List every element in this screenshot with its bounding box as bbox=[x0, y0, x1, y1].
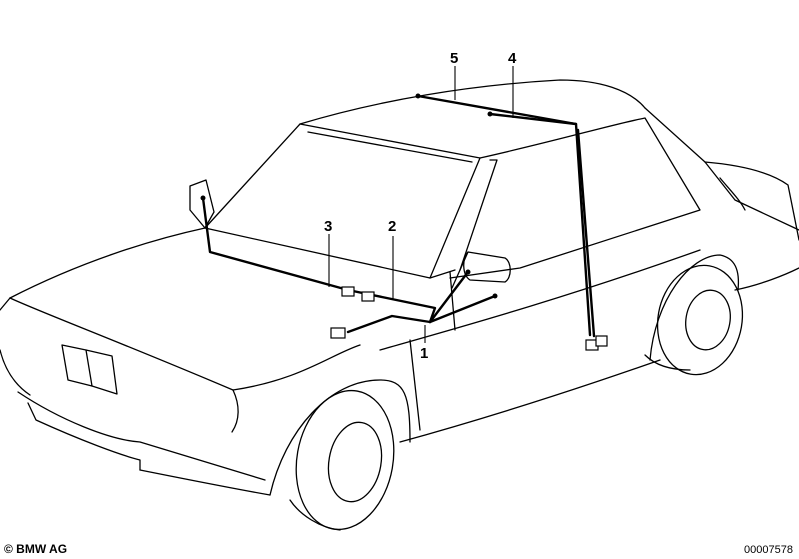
copyright-text: © BMW AG bbox=[4, 542, 68, 556]
pillar-harness-a bbox=[488, 112, 592, 337]
right-mirror bbox=[463, 251, 511, 283]
right-mirror-wire bbox=[428, 270, 470, 324]
connector-3 bbox=[341, 286, 355, 297]
callout-2: 2 bbox=[388, 218, 396, 235]
car-body-outline bbox=[0, 79, 799, 531]
connectors bbox=[330, 286, 608, 351]
pillar-harness-b bbox=[576, 128, 596, 338]
callout-4: 4 bbox=[508, 50, 517, 67]
leader-lines bbox=[328, 66, 514, 343]
connector-2 bbox=[361, 291, 375, 302]
left-mirror bbox=[189, 179, 215, 229]
callout-labels: 1 2 3 4 5 bbox=[324, 50, 517, 362]
wiring-harnesses bbox=[200, 93, 596, 338]
connector-4b bbox=[595, 335, 608, 347]
roof-harness bbox=[416, 94, 578, 126]
mirror-harness bbox=[201, 196, 437, 334]
connector-1 bbox=[330, 327, 346, 339]
callout-5: 5 bbox=[450, 50, 458, 67]
callout-3: 3 bbox=[324, 218, 332, 235]
door-wire bbox=[428, 294, 497, 324]
callout-1: 1 bbox=[420, 345, 428, 362]
image-number: 00007578 bbox=[744, 544, 793, 556]
